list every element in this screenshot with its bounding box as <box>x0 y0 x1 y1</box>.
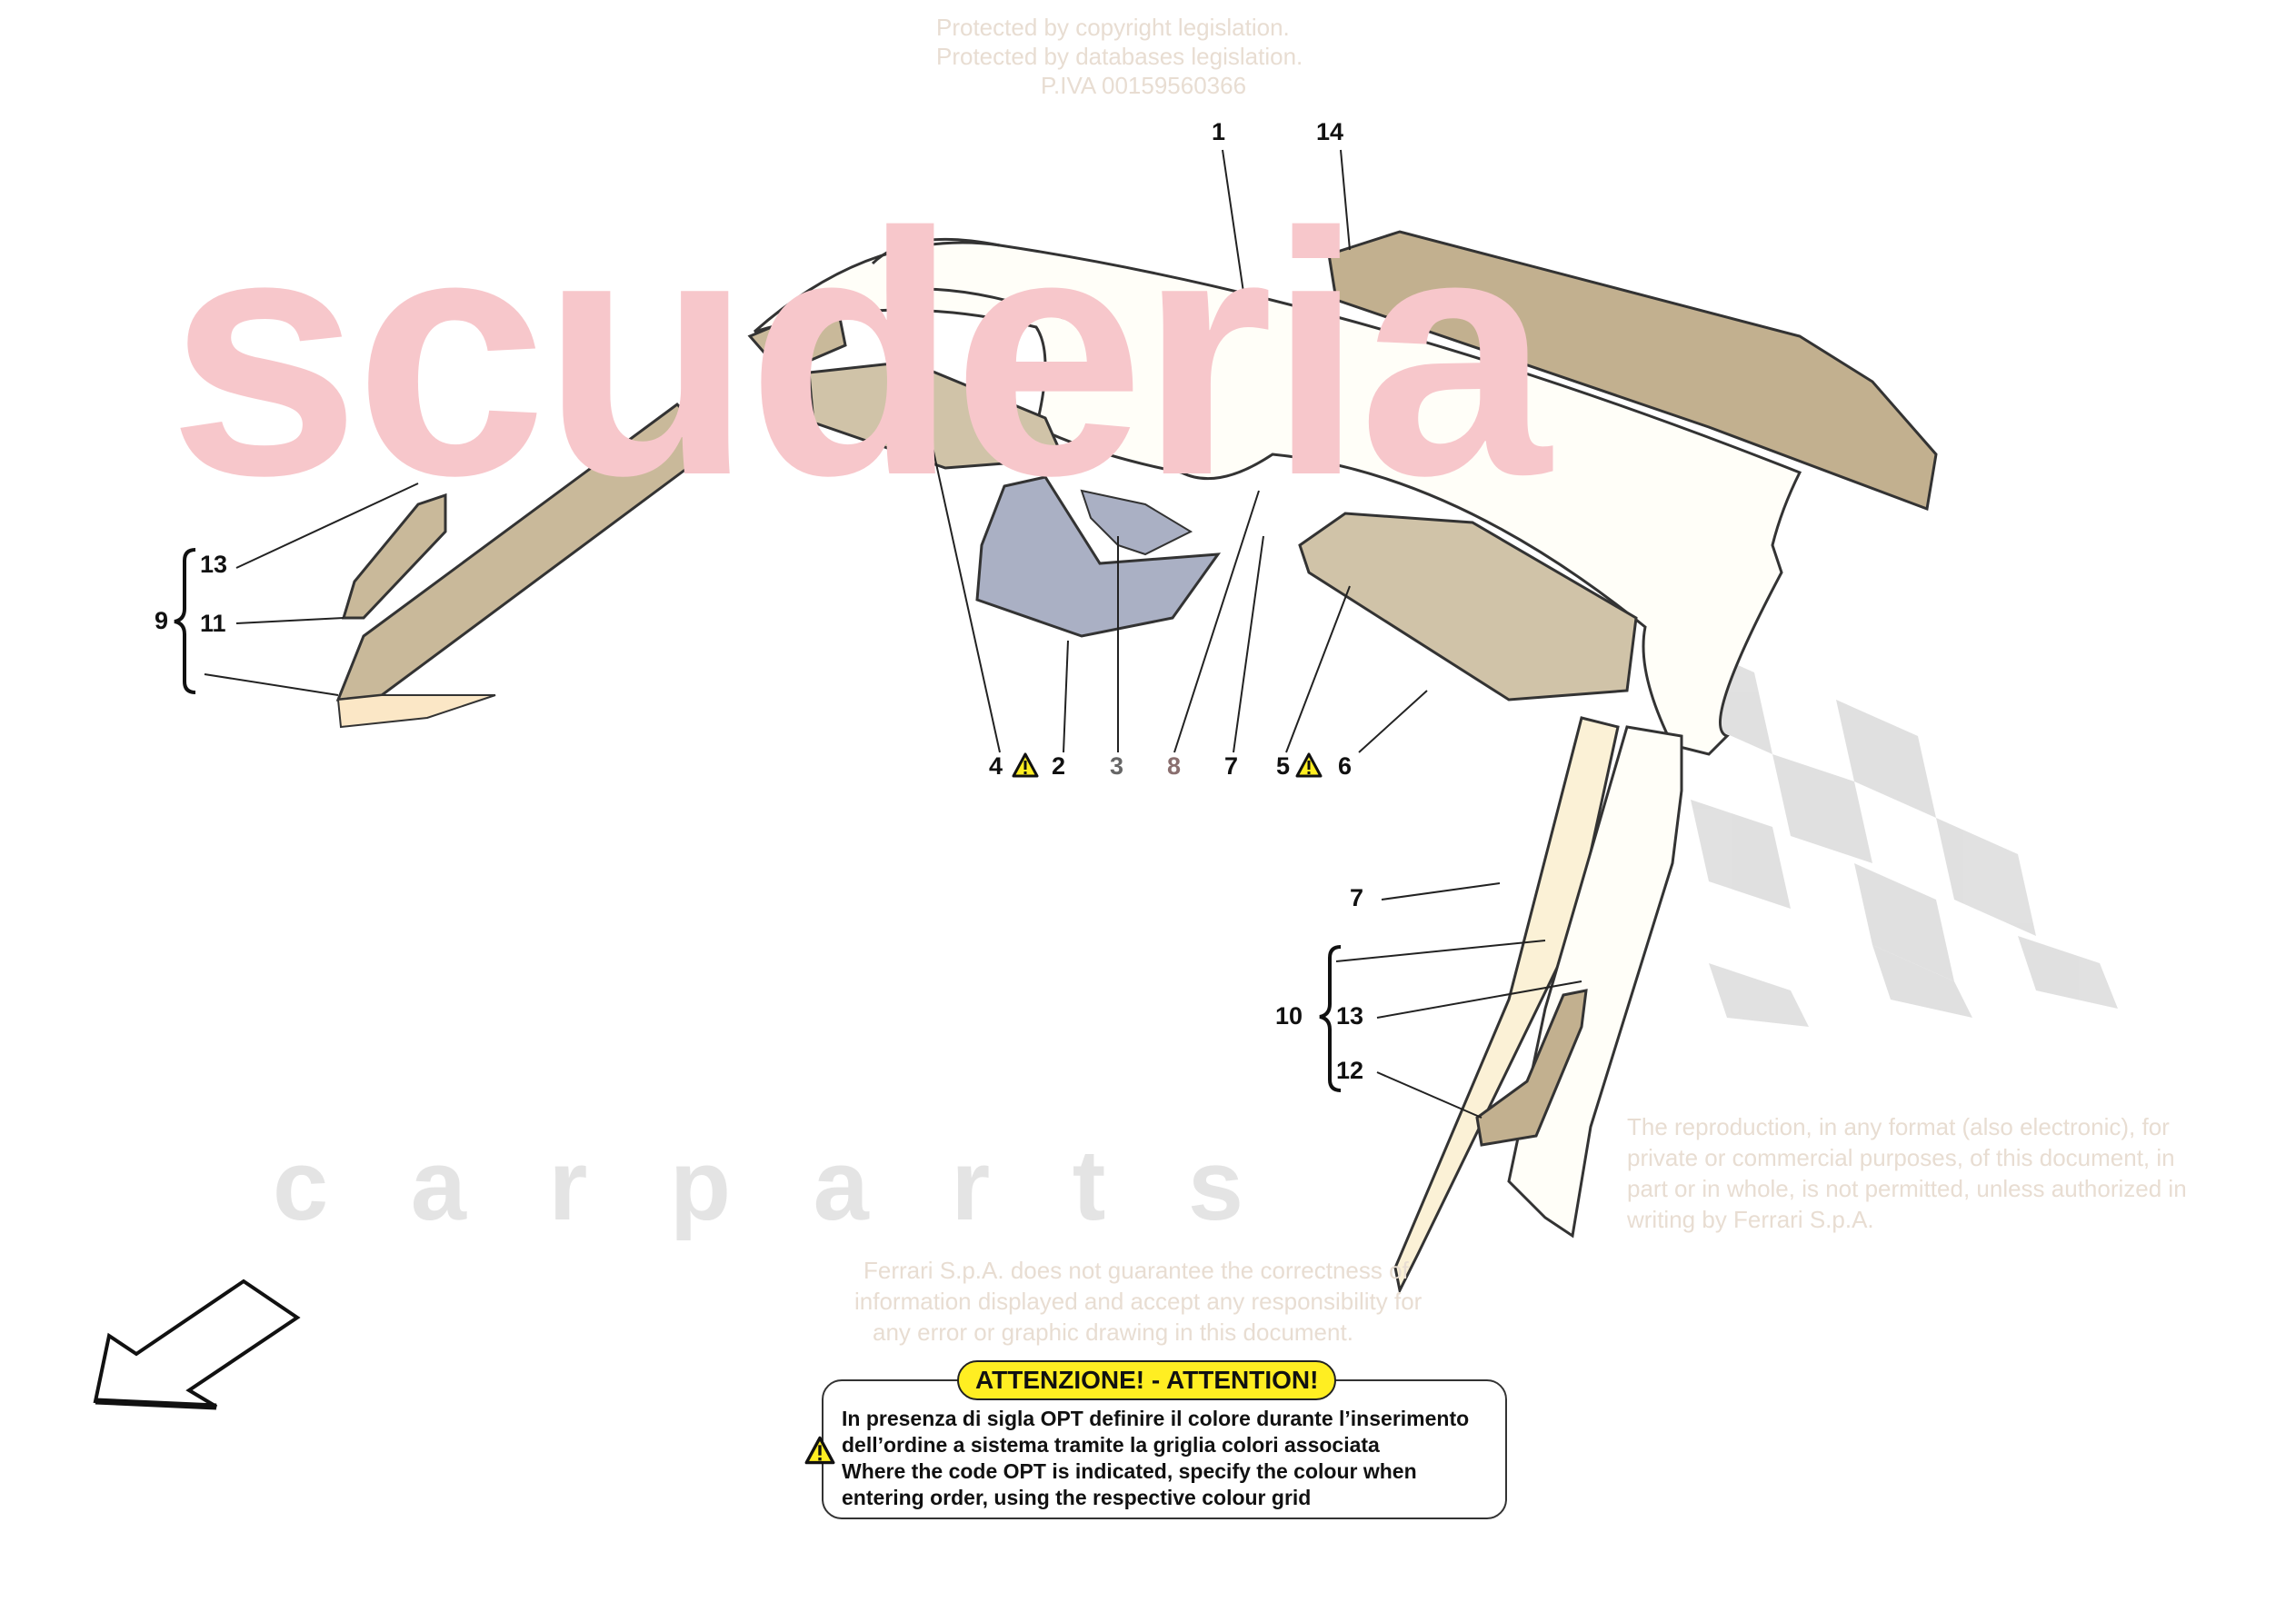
callout-7: 7 <box>1224 752 1239 780</box>
callout-6: 6 <box>1338 752 1353 780</box>
part-3-bracket <box>1080 489 1193 556</box>
callout-11: 11 <box>200 610 226 637</box>
callout-9: 9 <box>155 607 169 634</box>
watermark-carparts: c a r p a r t s <box>273 1129 1272 1241</box>
attention-text: In presenza di sigla OPT definire il col… <box>842 1406 1469 1511</box>
part-11-handle-left <box>341 493 447 620</box>
attention-line: In presenza di sigla OPT definire il col… <box>842 1407 1470 1430</box>
callout-2: 2 <box>1052 752 1066 780</box>
checkered-flag-watermark <box>1672 636 2118 1027</box>
callout-7-right: 7 <box>1350 884 1364 911</box>
callout-14: 14 <box>1316 118 1344 145</box>
bracket-9 <box>174 548 196 694</box>
roof-lining-frame <box>754 237 1802 756</box>
callout-5: 5 <box>1276 752 1291 780</box>
attention-line: entering order, using the respective col… <box>842 1486 1312 1509</box>
watermark-line: Protected by copyright legislation. <box>936 14 1290 41</box>
watermark-line: The reproduction, in any format (also el… <box>1627 1113 2170 1140</box>
watermark-line: information displayed and accept any res… <box>854 1288 1423 1315</box>
callout-4: 4 <box>989 752 1003 780</box>
warning-triangle-icon <box>1012 752 1039 778</box>
part-14-panel <box>1327 230 1938 512</box>
warning-triangle-icon <box>1295 752 1323 778</box>
part-9-end <box>336 694 496 729</box>
direction-arrow-icon <box>93 1279 301 1408</box>
part-12-handle-right <box>1475 989 1588 1147</box>
warning-triangle-icon <box>804 1436 835 1465</box>
callout-3: 3 <box>1110 752 1124 780</box>
watermark-line: part or in whole, is not permitted, unle… <box>1627 1175 2187 1202</box>
callout-10: 10 <box>1275 1002 1303 1030</box>
part-front-strip <box>747 297 847 374</box>
watermark-line: P.IVA 00159560366 <box>1041 72 1247 99</box>
watermark-line: any error or graphic drawing in this doc… <box>873 1318 1353 1346</box>
callout-13: 13 <box>200 551 228 578</box>
watermark-line: writing by Ferrari S.p.A. <box>1627 1206 1874 1233</box>
watermark-line: private or commercial purposes, of this … <box>1627 1144 2175 1171</box>
part-10-pillar-right <box>1393 716 1620 1295</box>
watermark-line: Protected by databases legislation. <box>936 43 1303 70</box>
callout-8: 8 <box>1167 752 1182 780</box>
watermark-line: Ferrari S.p.A. does not guarantee the co… <box>863 1257 1409 1284</box>
attention-title: ATTENZIONE! - ATTENTION! <box>957 1360 1337 1400</box>
attention-line: Where the code OPT is indicated, specify… <box>842 1459 1417 1483</box>
leader-lines <box>204 149 1582 1119</box>
callout-12: 12 <box>1336 1057 1364 1084</box>
part-5-sun-visor-right <box>1298 512 1638 702</box>
attention-line: dell’ordine a sistema tramite la griglia… <box>842 1433 1380 1457</box>
watermark-scuderia: scuderia <box>168 161 1551 547</box>
part-2-console <box>975 475 1222 638</box>
bracket-10 <box>1319 945 1342 1092</box>
part-4-sun-visor-left <box>807 360 1066 470</box>
callout-1: 1 <box>1212 118 1226 145</box>
callout-13-right: 13 <box>1336 1002 1364 1030</box>
